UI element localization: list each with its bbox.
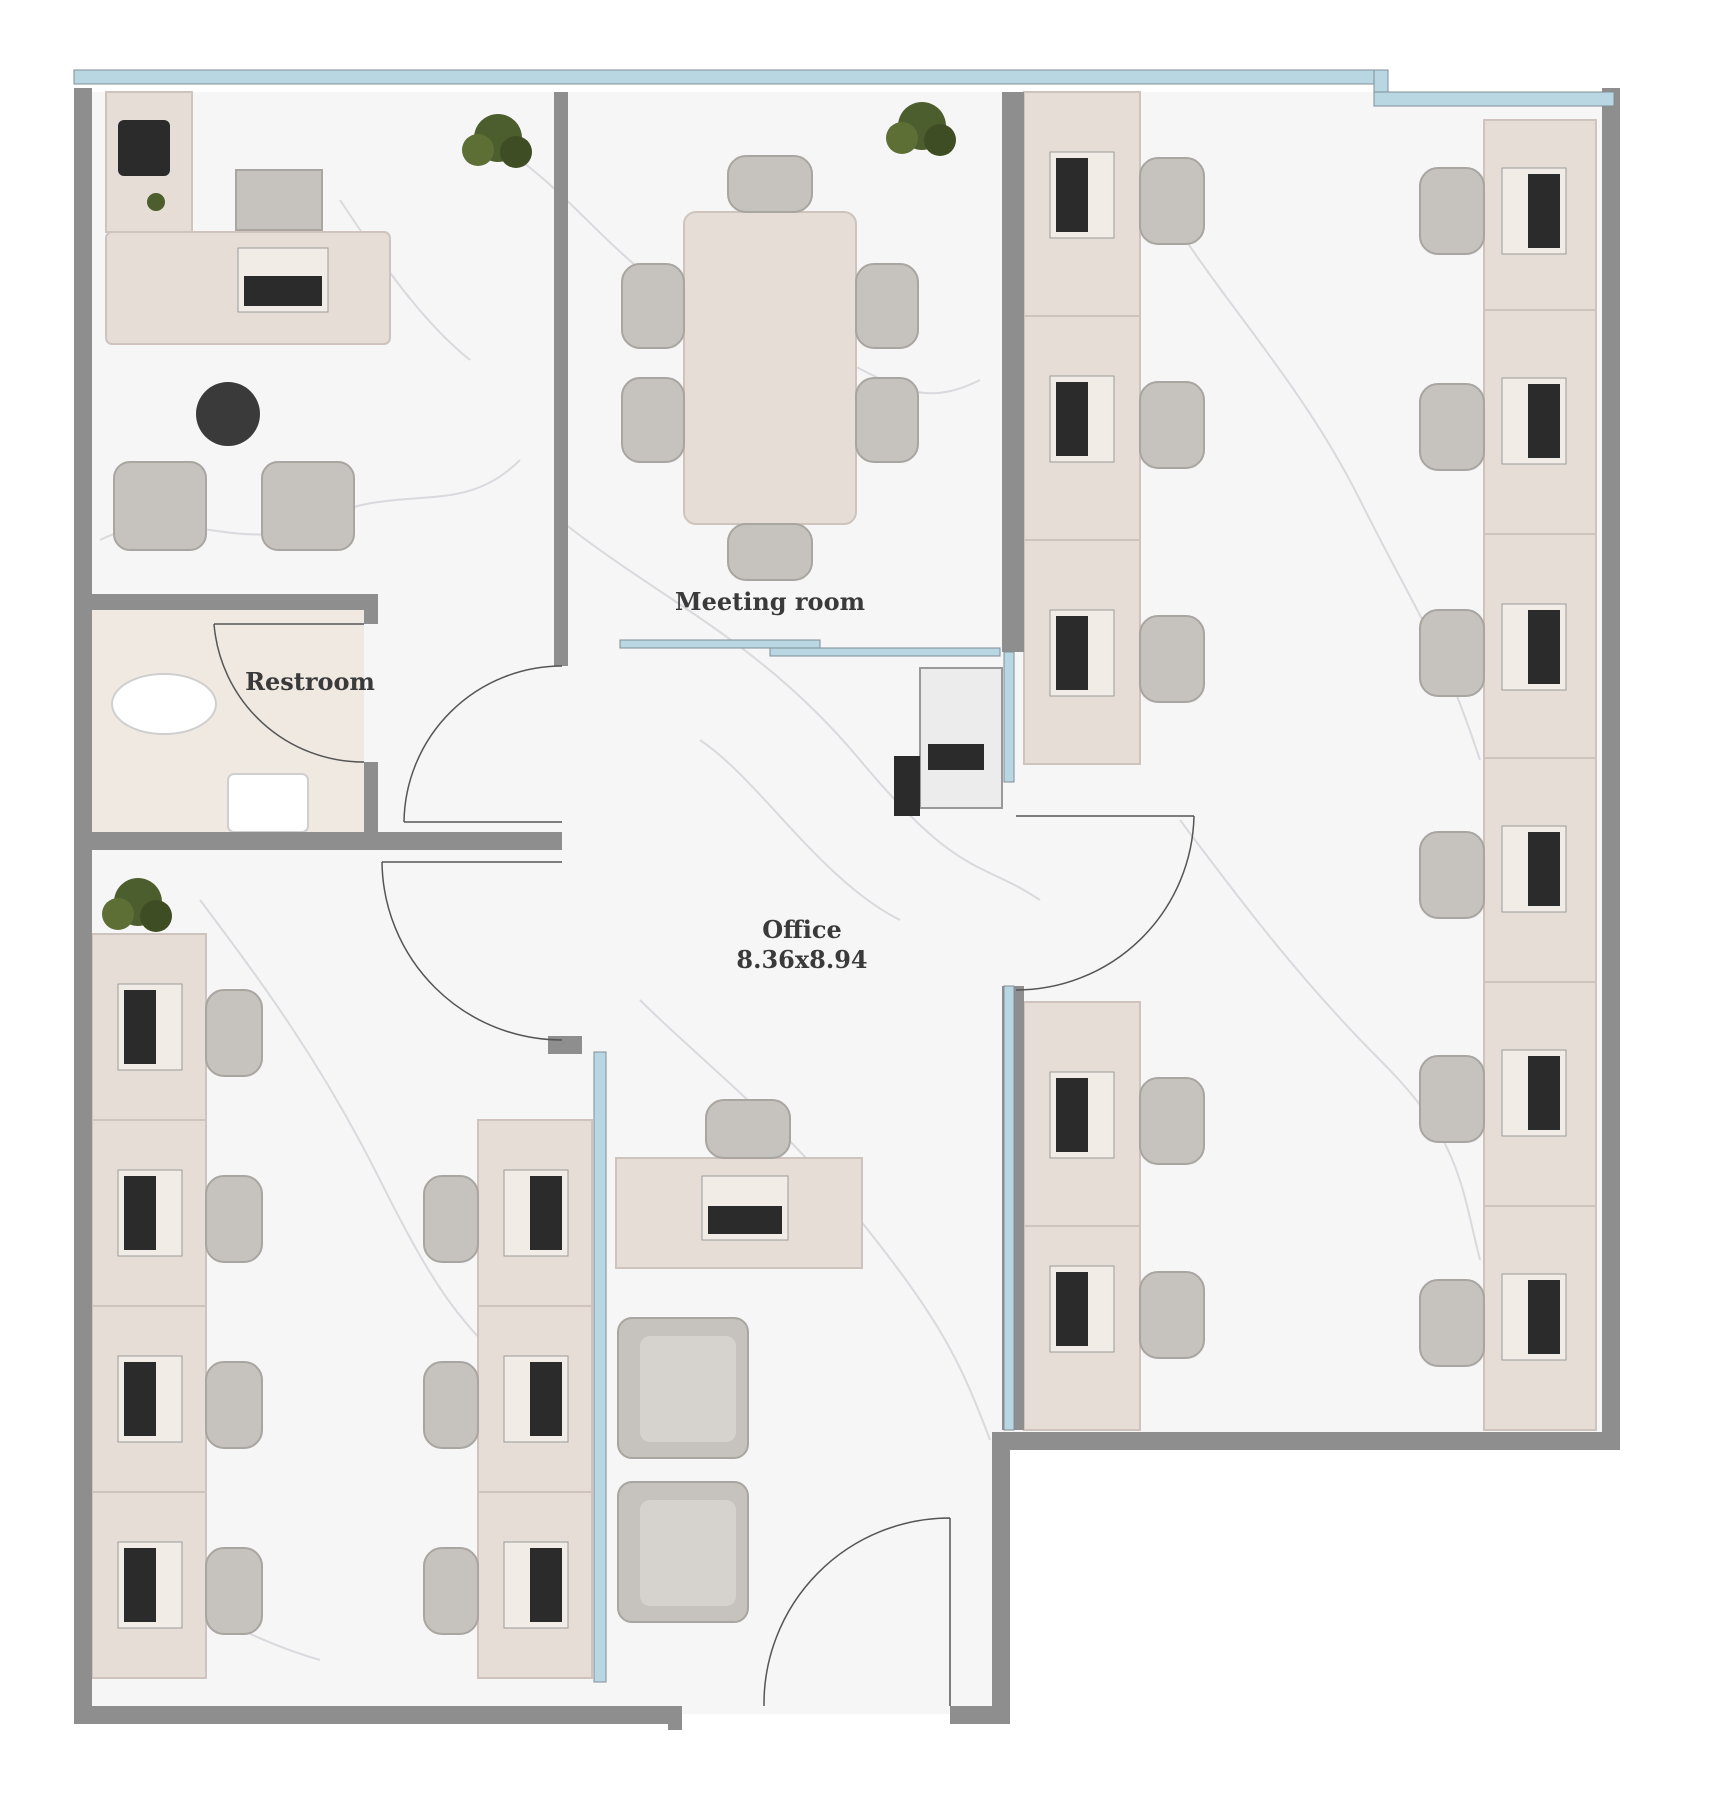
chair-icon [1139,1077,1205,1165]
chair-icon [1419,383,1485,471]
toilet-icon [111,673,217,735]
bin-icon [894,756,920,816]
chair-icon [1419,1279,1485,1367]
chair-icon [205,1361,263,1449]
chair-icon [855,377,919,463]
copier-panel [928,744,984,770]
laptop-icon [701,1175,789,1241]
meeting-room-label: Meeting room [675,587,865,616]
chair-icon [621,377,685,463]
walls [74,88,1620,1730]
entrance-door [763,1517,951,1707]
side-table-icon [196,382,260,446]
chair-icon [1139,1271,1205,1359]
office-door-lower [381,861,563,1041]
chair-icon [205,989,263,1077]
plant-icon [886,102,956,156]
office-label: Office [762,915,842,944]
chair-icon [1419,1055,1485,1143]
chair-icon [1419,831,1485,919]
restroom-label: Restroom [245,667,375,696]
chair-icon [205,1175,263,1263]
chair-icon [423,1361,479,1449]
windows [73,69,1615,1683]
sink-icon [227,773,309,833]
chair-icon [727,523,813,581]
plant-icon [462,114,532,168]
office-dimensions: 8.36x8.94 [736,945,867,974]
meeting-table [683,211,857,525]
plants [102,102,956,932]
chair-icon [423,1547,479,1635]
restroom-door [213,623,365,763]
chair-icon [1419,609,1485,697]
chair-icon [205,1547,263,1635]
restroom-fixtures [111,673,309,833]
chair-icon [423,1175,479,1263]
chair-icon [855,263,919,349]
chair-icon [727,155,813,213]
misc-objects [118,120,1003,816]
chair-icon [705,1099,791,1159]
plant-icon [102,878,172,932]
room-labels: Meeting room Restroom Office 8.36x8.94 [245,587,868,974]
lounge-chair-icon [261,461,355,551]
laptop-icon [237,247,329,313]
chair-icon [235,169,323,231]
chair-icon [1139,381,1205,469]
chair-icon [621,263,685,349]
lounge-chair-icon [113,461,207,551]
copier-icon [919,667,1003,809]
chair-icon [1419,167,1485,255]
office-door-left [403,665,563,823]
laptops [117,151,1567,1629]
plant-icon [147,193,165,211]
printer-icon [118,120,170,176]
doors [213,623,1195,1707]
workspace-door [1015,815,1195,991]
chair-icon [1139,615,1205,703]
chair-icon [1139,157,1205,245]
